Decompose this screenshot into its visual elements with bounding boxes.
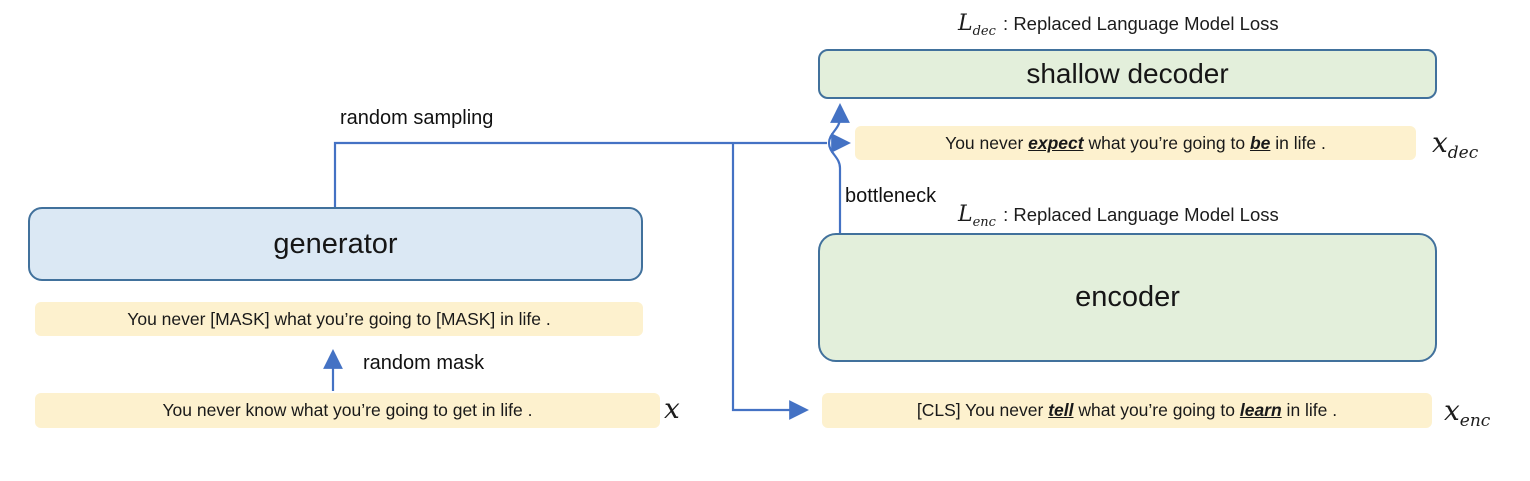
original-sentence-text: You never know what you’re going to get … [162, 400, 533, 420]
bottleneck-label: bottleneck [845, 185, 937, 207]
masked-sentence: You never [MASK] what you’re going to [M… [35, 302, 643, 336]
dec-mid: what you’re going to [1083, 132, 1250, 153]
x-enc-subscript: enc [1459, 411, 1491, 431]
bottleneck-arrow [827, 103, 850, 233]
encoder-label: encoder [1075, 281, 1180, 313]
loss-dec-symbol: L [958, 11, 973, 36]
generator-label: generator [273, 227, 398, 260]
x-symbol: x [664, 392, 680, 425]
random-sampling-line [333, 141, 827, 207]
shallow-decoder-box: shallow decoder [818, 49, 1437, 99]
dec-replaced-word-1: expect [1028, 132, 1084, 153]
encoder-input-sentence: [CLS] You never tell what you’re going t… [822, 393, 1432, 428]
enc-replaced-word-1: tell [1048, 400, 1074, 420]
dec-replaced-word-2: be [1249, 132, 1271, 153]
x-dec-subscript: dec [1447, 143, 1479, 163]
encoder-box: encoder [818, 233, 1437, 362]
dec-pre: You never [945, 132, 1029, 153]
loss-enc-symbol: L [958, 202, 973, 227]
loss-dec-text: : Replaced Language Model Loss [997, 13, 1279, 34]
enc-replaced-word-2: learn [1239, 400, 1282, 420]
masked-sentence-text: You never [MASK] what you’re going to [M… [127, 308, 551, 329]
loss-dec-subscript: dec [972, 24, 996, 39]
enc-post: in life . [1281, 400, 1338, 420]
enc-mid: what you’re going to [1073, 400, 1240, 420]
decoder-input-sentence: You never expect what you’re going to be… [855, 126, 1416, 160]
random-mask-label: random mask [363, 352, 485, 374]
x-enc-symbol: x [1444, 394, 1460, 427]
enc-pre: [CLS] You never [916, 400, 1049, 420]
x-var-label: x [664, 392, 680, 425]
original-sentence: You never know what you’re going to get … [35, 393, 660, 428]
loss-enc-subscript: enc [972, 215, 996, 230]
generator-box: generator [28, 207, 643, 281]
random-sampling-label: random sampling [340, 107, 494, 129]
loss-enc-text: : Replaced Language Model Loss [997, 204, 1279, 225]
arrow-into-xenc [731, 143, 809, 420]
x-dec-symbol: x [1432, 126, 1448, 159]
dec-post: in life . [1270, 132, 1326, 153]
shallow-decoder-label: shallow decoder [1026, 58, 1229, 89]
